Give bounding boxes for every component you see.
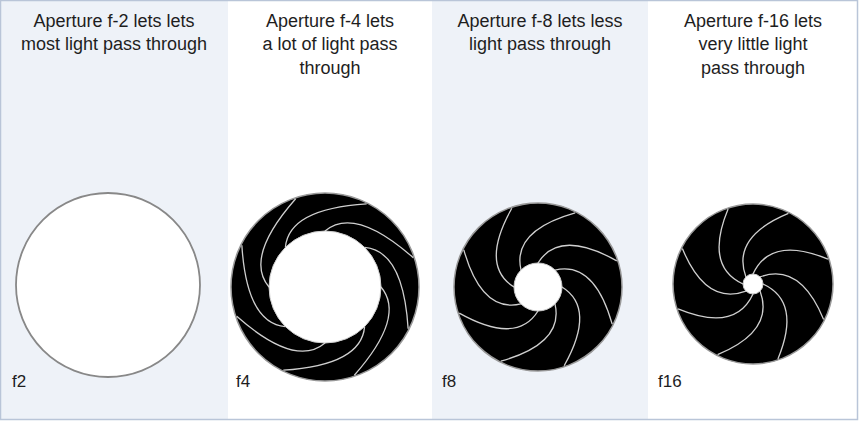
iris-blade — [678, 294, 753, 318]
panel-ground — [648, 0, 858, 420]
aperture-panel: Aperture f-8 lets less light pass throug… — [432, 0, 648, 420]
panel-heading: Aperture f-2 lets lets most light pass t… — [14, 10, 214, 57]
f-number-label: f8 — [442, 372, 456, 392]
iris-blade — [496, 208, 514, 287]
iris-blade — [555, 269, 612, 324]
iris-blade — [719, 209, 743, 284]
iris-blade — [763, 284, 787, 359]
iris-body — [454, 203, 622, 371]
iris-blade — [464, 250, 521, 305]
f-number-label: f16 — [658, 372, 682, 392]
iris-blade — [743, 213, 788, 277]
aperture-panel: Aperture f-4 lets a lot of light pass th… — [228, 0, 432, 420]
iris-body — [231, 193, 419, 381]
iris-blade — [753, 250, 828, 274]
iris-body — [673, 204, 833, 364]
iris-diaphragm — [454, 203, 622, 371]
aperture-panel: Aperture f-16 lets very little light pas… — [648, 0, 858, 420]
iris-diaphragm — [231, 193, 419, 381]
panel-heading: Aperture f-16 lets very little light pas… — [680, 10, 826, 80]
aperture-opening — [514, 263, 562, 311]
panel-ground — [0, 0, 228, 420]
iris-blade — [760, 274, 824, 319]
iris-blade — [459, 311, 538, 329]
f-number-label: f4 — [236, 372, 250, 392]
iris-blade — [562, 287, 580, 366]
f-number-label: f2 — [12, 372, 26, 392]
panel-heading: Aperture f-8 lets less light pass throug… — [456, 10, 624, 57]
panel-heading: Aperture f-4 lets a lot of light pass th… — [260, 10, 400, 80]
iris-blade — [501, 304, 556, 361]
iris-diaphragm — [673, 204, 833, 364]
aperture-opening — [269, 231, 381, 343]
open-aperture — [16, 193, 200, 377]
panel-ground — [432, 0, 648, 420]
iris-blade — [718, 291, 763, 355]
iris-blade — [520, 213, 575, 270]
iris-blade — [538, 245, 617, 263]
frame — [1, 1, 858, 420]
iris-blade — [682, 249, 746, 294]
aperture-opening — [743, 274, 763, 294]
panel-ground — [228, 0, 432, 420]
aperture-panel: Aperture f-2 lets lets most light pass t… — [0, 0, 228, 420]
